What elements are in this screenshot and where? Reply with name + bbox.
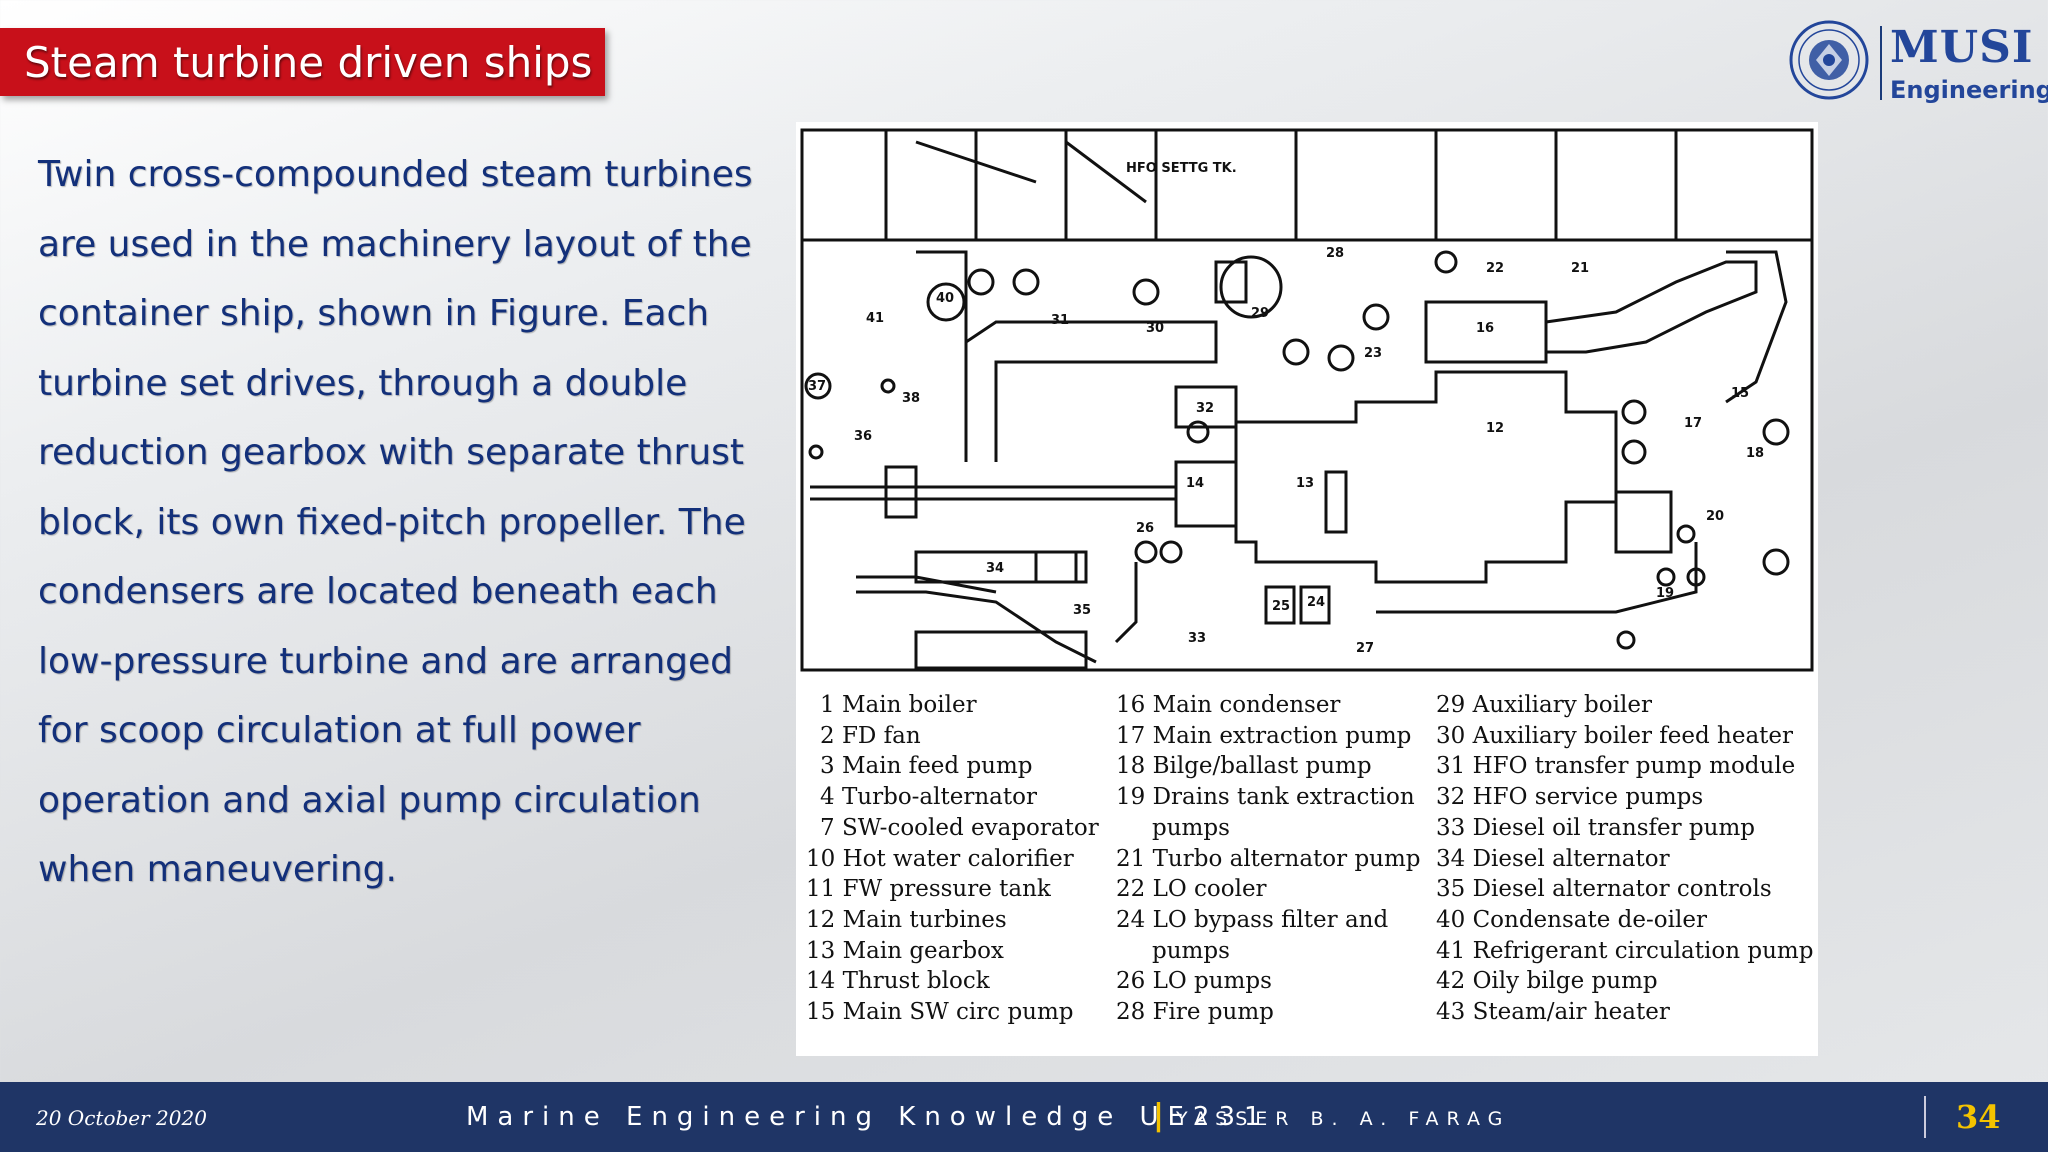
footer-course-title: Marine Engineering Knowledge UE231 xyxy=(466,1102,1270,1132)
legend-column-1: 1 Main boiler 2 FD fan 3 Main feed pump … xyxy=(806,690,1099,1028)
legend-item: pumps xyxy=(1152,814,1230,841)
footer-date: 20 October 2020 xyxy=(36,1106,207,1130)
legend-item: 17 Main extraction pump xyxy=(1116,722,1412,749)
fig-label: 13 xyxy=(1296,476,1314,491)
body-line: low-pressure turbine and are arranged xyxy=(38,640,733,682)
legend-item: 29 Auxiliary boiler xyxy=(1436,692,1652,718)
fig-label: 32 xyxy=(1196,401,1214,416)
body-line: operation and axial pump circulation xyxy=(38,779,701,821)
legend-item: 18 Bilge/ballast pump xyxy=(1116,753,1372,780)
body-line: for scoop circulation at full power xyxy=(38,710,641,751)
fig-label: 14 xyxy=(1186,476,1204,491)
legend-item: 10 Hot water calorifier xyxy=(806,845,1074,872)
fig-label: 12 xyxy=(1486,421,1504,436)
fig-label: 35 xyxy=(1073,603,1091,618)
legend-item: 28 Fire pump xyxy=(1116,999,1274,1026)
legend-item: 12 Main turbines xyxy=(806,906,1007,933)
fig-label: 34 xyxy=(986,561,1004,576)
fig-label: 21 xyxy=(1571,261,1589,276)
fig-label: 18 xyxy=(1746,446,1764,461)
legend-item: 21 Turbo alternator pump xyxy=(1116,845,1421,872)
legend-item: 43 Steam/air heater xyxy=(1436,999,1670,1026)
legend-item: 4 Turbo-alternator xyxy=(820,784,1037,811)
tank-label: HFO SETTG TK. xyxy=(1126,161,1237,176)
figure-labels: HFO SETTG TK. 41 40 31 30 29 28 22 21 16… xyxy=(808,161,1764,656)
logo-divider xyxy=(1880,26,1882,100)
body-line: block, its own fixed-pitch propeller. Th… xyxy=(38,501,746,543)
body-line: Twin cross-compounded steam turbines xyxy=(38,154,753,195)
machinery-layout-figure: HFO SETTG TK. 41 40 31 30 29 28 22 21 16… xyxy=(796,122,1818,1056)
fig-label: 37 xyxy=(808,379,826,394)
legend-item: 31 HFO transfer pump module xyxy=(1436,753,1796,780)
slide-title: Steam turbine driven ships xyxy=(24,38,593,87)
legend-item: 16 Main condenser xyxy=(1116,692,1341,718)
fig-label: 26 xyxy=(1136,521,1154,536)
fig-label: 31 xyxy=(1051,313,1069,328)
fig-label: 36 xyxy=(854,429,872,444)
fig-label: 23 xyxy=(1364,346,1382,361)
footer-divider xyxy=(1924,1096,1926,1138)
legend-item: 7 SW-cooled evaporator xyxy=(820,814,1099,841)
legend-column-3: 29 Auxiliary boiler 30 Auxiliary boiler … xyxy=(1436,690,1813,1028)
legend-item: 40 Condensate de-oiler xyxy=(1436,906,1707,933)
body-line: reduction gearbox with separate thrust xyxy=(38,432,745,473)
body-line: when maneuvering. xyxy=(38,849,397,890)
legend-item: 42 Oily bilge pump xyxy=(1436,968,1658,995)
fig-label: 28 xyxy=(1326,246,1344,261)
legend-item: pumps xyxy=(1152,937,1230,964)
body-line: turbine set drives, through a double xyxy=(38,362,688,404)
musi-logo: MUSI Engineering xyxy=(1786,12,2048,112)
legend-item: 3 Main feed pump xyxy=(820,753,1033,780)
legend-item: 14 Thrust block xyxy=(806,968,990,995)
footer-author: YASSER B. A. FARAG xyxy=(1176,1108,1511,1130)
logo-subtitle: Engineering xyxy=(1890,76,2048,104)
legend-column-2: 16 Main condenser 17 Main extraction pum… xyxy=(1116,690,1421,1028)
legend-item: 15 Main SW circ pump xyxy=(806,999,1074,1026)
legend-item: 34 Diesel alternator xyxy=(1436,845,1670,872)
legend-item: 24 LO bypass filter and xyxy=(1116,906,1389,933)
legend-item: 32 HFO service pumps xyxy=(1436,784,1704,811)
body-paragraph: Twin cross-compounded steam turbines are… xyxy=(38,140,758,905)
legend-item: 13 Main gearbox xyxy=(806,937,1004,964)
legend-item: 11 FW pressure tank xyxy=(806,876,1051,903)
legend-item: 19 Drains tank extraction xyxy=(1116,784,1415,811)
footer-separator: | xyxy=(1153,1098,1164,1133)
body-line: container ship, shown in Figure. Each xyxy=(38,293,710,334)
legend-item: 41 Refrigerant circulation pump xyxy=(1436,937,1814,964)
fig-label: 25 xyxy=(1272,599,1290,614)
legend-item: 1 Main boiler xyxy=(820,692,977,718)
body-line: are used in the machinery layout of the xyxy=(38,223,752,265)
fig-label: 24 xyxy=(1307,595,1325,610)
legend-item: 30 Auxiliary boiler feed heater xyxy=(1436,722,1794,749)
fig-label: 15 xyxy=(1731,386,1749,401)
university-seal-icon xyxy=(1789,20,1869,100)
machinery-layout-drawing xyxy=(800,128,1814,672)
fig-label: 29 xyxy=(1251,306,1269,321)
fig-label: 40 xyxy=(936,291,954,306)
fig-label: 19 xyxy=(1656,586,1674,601)
legend-item: 26 LO pumps xyxy=(1116,968,1272,995)
legend-item: 22 LO cooler xyxy=(1116,876,1267,903)
logo-name: MUSI xyxy=(1890,22,2034,73)
fig-label: 27 xyxy=(1356,641,1374,656)
legend-item: 33 Diesel oil transfer pump xyxy=(1436,814,1756,841)
fig-label: 38 xyxy=(902,391,920,406)
fig-label: 30 xyxy=(1146,321,1164,336)
fig-label: 41 xyxy=(866,311,884,326)
fig-label: 22 xyxy=(1486,261,1504,276)
body-line: condensers are located beneath each xyxy=(38,571,718,612)
fig-label: 17 xyxy=(1684,416,1702,431)
title-banner: Steam turbine driven ships xyxy=(0,28,605,96)
footer-bar: 20 October 2020 Marine Engineering Knowl… xyxy=(0,1082,2048,1152)
fig-label: 20 xyxy=(1706,509,1724,524)
fig-label: 16 xyxy=(1476,321,1494,336)
legend-item: 35 Diesel alternator controls xyxy=(1436,876,1772,903)
fig-label: 33 xyxy=(1188,631,1206,646)
legend-item: 2 FD fan xyxy=(820,722,921,749)
page-number: 34 xyxy=(1956,1098,2001,1136)
